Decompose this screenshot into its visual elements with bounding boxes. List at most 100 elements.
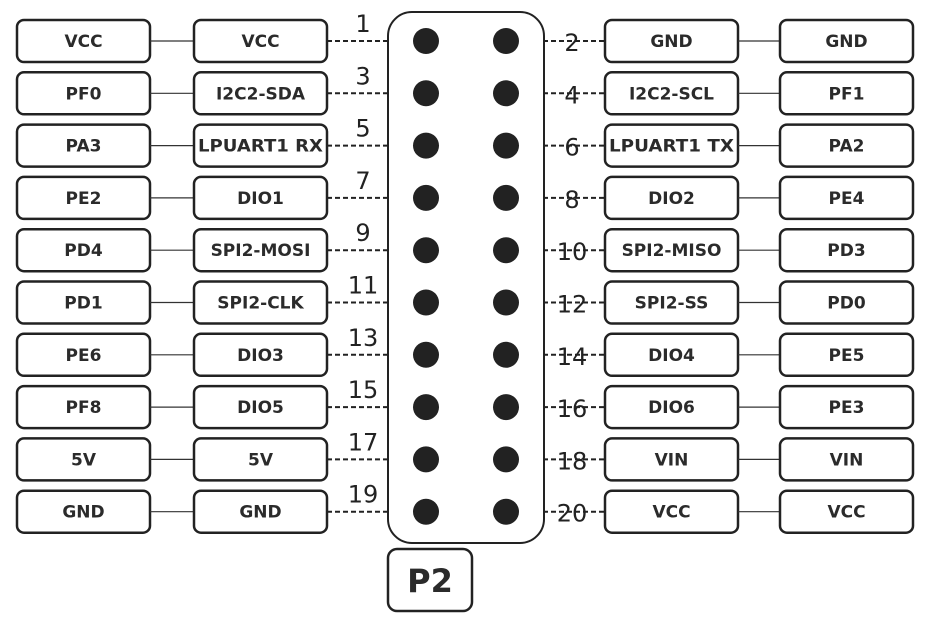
- port-box-pin-16-text: PE3: [829, 398, 865, 418]
- port-box-pin-1: VCC: [15, 18, 152, 64]
- function-box-pin-13-text: DIO3: [237, 346, 284, 366]
- function-box-pin-7-text: DIO1: [237, 189, 284, 209]
- port-box-pin-19: GND: [15, 489, 152, 534]
- function-box-pin-13: DIO3: [192, 332, 329, 378]
- function-box-pin-1-text: VCC: [241, 32, 279, 52]
- connector-label: P2: [407, 562, 453, 600]
- function-box-pin-4: I2C2-SCL: [603, 71, 740, 116]
- pin-number-8: 8: [564, 186, 579, 214]
- port-box-pin-8-text: PE4: [829, 189, 865, 209]
- pin-1: [413, 28, 439, 54]
- port-box-pin-15-text: PF8: [66, 398, 102, 418]
- pin-number-10: 10: [557, 238, 588, 266]
- pin-9: [413, 237, 439, 264]
- port-box-pin-19-text: GND: [62, 503, 104, 523]
- function-box-pin-11-text: SPI2-CLK: [217, 294, 304, 314]
- pin-5: [413, 132, 439, 159]
- port-box-pin-17: 5V: [15, 437, 152, 482]
- pin-number-16: 16: [557, 395, 588, 423]
- function-box-pin-4-text: I2C2-SCL: [629, 84, 714, 104]
- pin-2: [493, 28, 519, 54]
- pin-number-15: 15: [348, 376, 379, 404]
- function-box-pin-3: I2C2-SDA: [192, 71, 329, 116]
- pin-16: [493, 394, 519, 421]
- function-box-pin-18-text: VIN: [655, 450, 689, 470]
- pin-4: [493, 80, 519, 107]
- function-box-pin-15-text: DIO5: [237, 398, 284, 418]
- port-box-pin-2-text: GND: [825, 32, 867, 52]
- pin-10: [493, 237, 519, 264]
- function-box-pin-6: LPUART1 TX: [603, 123, 740, 168]
- port-box-pin-9-text: PD4: [64, 241, 103, 261]
- port-box-pin-2: GND: [778, 18, 915, 64]
- port-box-pin-3-text: PF0: [66, 84, 102, 104]
- port-box-pin-12: PD0: [778, 280, 915, 325]
- function-box-pin-14: DIO4: [603, 332, 740, 378]
- function-box-pin-15: DIO5: [192, 384, 329, 430]
- function-box-pin-10-text: SPI2-MISO: [622, 241, 722, 261]
- port-box-pin-8: PE4: [778, 175, 915, 221]
- connector-pins: [413, 28, 519, 525]
- pin-number-5: 5: [355, 115, 370, 143]
- connector-label-box: P2: [386, 547, 474, 613]
- pin-number-13: 13: [348, 324, 379, 352]
- port-box-pin-6: PA2: [778, 123, 915, 168]
- function-box-pin-12-text: SPI2-SS: [635, 294, 709, 314]
- port-box-pin-7-text: PE2: [66, 189, 102, 209]
- pin-13: [413, 341, 439, 368]
- function-box-pin-2: GND: [603, 18, 740, 64]
- pin-number-12: 12: [557, 291, 588, 319]
- function-box-pin-2-text: GND: [650, 32, 692, 52]
- pin-number-18: 18: [557, 447, 588, 475]
- function-box-pin-20-text: VCC: [652, 503, 690, 523]
- port-box-pin-5: PA3: [15, 123, 152, 168]
- pin-8: [493, 184, 519, 211]
- function-box-pin-10: SPI2-MISO: [603, 227, 740, 273]
- pin-20: [493, 498, 519, 525]
- pin-number-20: 20: [557, 500, 588, 528]
- function-box-pin-5: LPUART1 RX: [192, 123, 329, 168]
- function-box-pin-8: DIO2: [603, 175, 740, 221]
- port-box-pin-20: VCC: [778, 489, 915, 534]
- function-box-pin-17-text: 5V: [248, 450, 274, 470]
- function-box-pin-17: 5V: [192, 437, 329, 482]
- function-box-pin-20: VCC: [603, 489, 740, 534]
- port-box-pin-14: PE5: [778, 332, 915, 378]
- pin-11: [413, 289, 439, 316]
- function-box-pin-1: VCC: [192, 18, 329, 64]
- function-box-pin-19-text: GND: [239, 503, 281, 523]
- port-box-pin-17-text: 5V: [71, 450, 97, 470]
- port-box-pin-13-text: PE6: [66, 346, 102, 366]
- function-box-pin-16: DIO6: [603, 384, 740, 430]
- port-box-pin-10-text: PD3: [827, 241, 865, 261]
- function-box-pin-14-text: DIO4: [648, 346, 695, 366]
- function-box-pin-18: VIN: [603, 437, 740, 482]
- port-box-pin-11: PD1: [15, 280, 152, 325]
- function-box-pin-8-text: DIO2: [648, 189, 695, 209]
- function-box-pin-12: SPI2-SS: [603, 280, 740, 325]
- function-box-pin-5-text: LPUART1 RX: [198, 137, 323, 157]
- pin-number-3: 3: [355, 62, 370, 90]
- port-box-pin-14-text: PE5: [829, 346, 865, 366]
- pin-number-2: 2: [564, 29, 579, 57]
- pin-17: [413, 446, 439, 473]
- pin-7: [413, 184, 439, 211]
- connector-header: [387, 11, 545, 544]
- function-box-pin-3-text: I2C2-SDA: [216, 84, 306, 104]
- pin-number-7: 7: [355, 167, 370, 195]
- port-box-pin-5-text: PA3: [66, 137, 102, 157]
- port-box-pin-9: PD4: [15, 227, 152, 273]
- port-box-pin-20-text: VCC: [827, 503, 865, 523]
- port-box-pin-7: PE2: [15, 175, 152, 221]
- pin-15: [413, 394, 439, 421]
- pin-6: [493, 132, 519, 159]
- port-box-pin-10: PD3: [778, 227, 915, 273]
- function-box-pin-16-text: DIO6: [648, 398, 695, 418]
- function-box-pin-11: SPI2-CLK: [192, 280, 329, 325]
- pin-number-1: 1: [355, 10, 370, 38]
- function-box-pin-6-text: LPUART1 TX: [609, 137, 734, 157]
- port-box-pin-11-text: PD1: [64, 294, 102, 314]
- port-box-pin-16: PE3: [778, 384, 915, 430]
- pin-number-6: 6: [564, 134, 579, 162]
- pin-number-17: 17: [348, 428, 379, 456]
